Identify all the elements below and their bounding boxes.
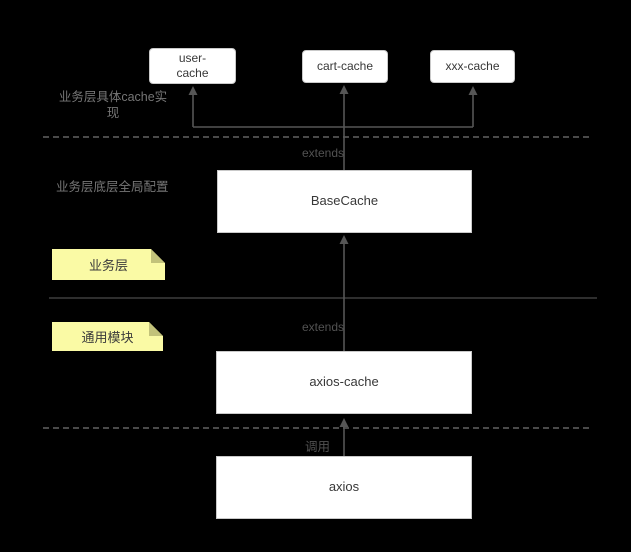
note-label: 业务层	[88, 258, 128, 273]
edge-label-extends-bottom: extends	[301, 320, 344, 334]
edge-label-extends-top: extends	[301, 146, 344, 160]
note-label: 通用模块	[81, 330, 134, 345]
sticky-note-common-module: 通用模块	[52, 322, 163, 351]
node-cart-cache: cart-cache	[302, 50, 388, 83]
sticky-note-business-layer: 业务层	[52, 249, 165, 280]
caption-business-global-config: 业务层底层全局配置	[56, 180, 169, 194]
node-axios: axios	[216, 456, 472, 519]
node-axios-cache: axios-cache	[216, 351, 472, 414]
node-user-cache: user- cache	[149, 48, 236, 84]
node-base-cache: BaseCache	[217, 170, 472, 233]
edge-label-call: 调用	[304, 440, 330, 454]
node-xxx-cache: xxx-cache	[430, 50, 515, 83]
caption-business-cache-impl: 业务层具体cache实 现	[58, 90, 168, 121]
